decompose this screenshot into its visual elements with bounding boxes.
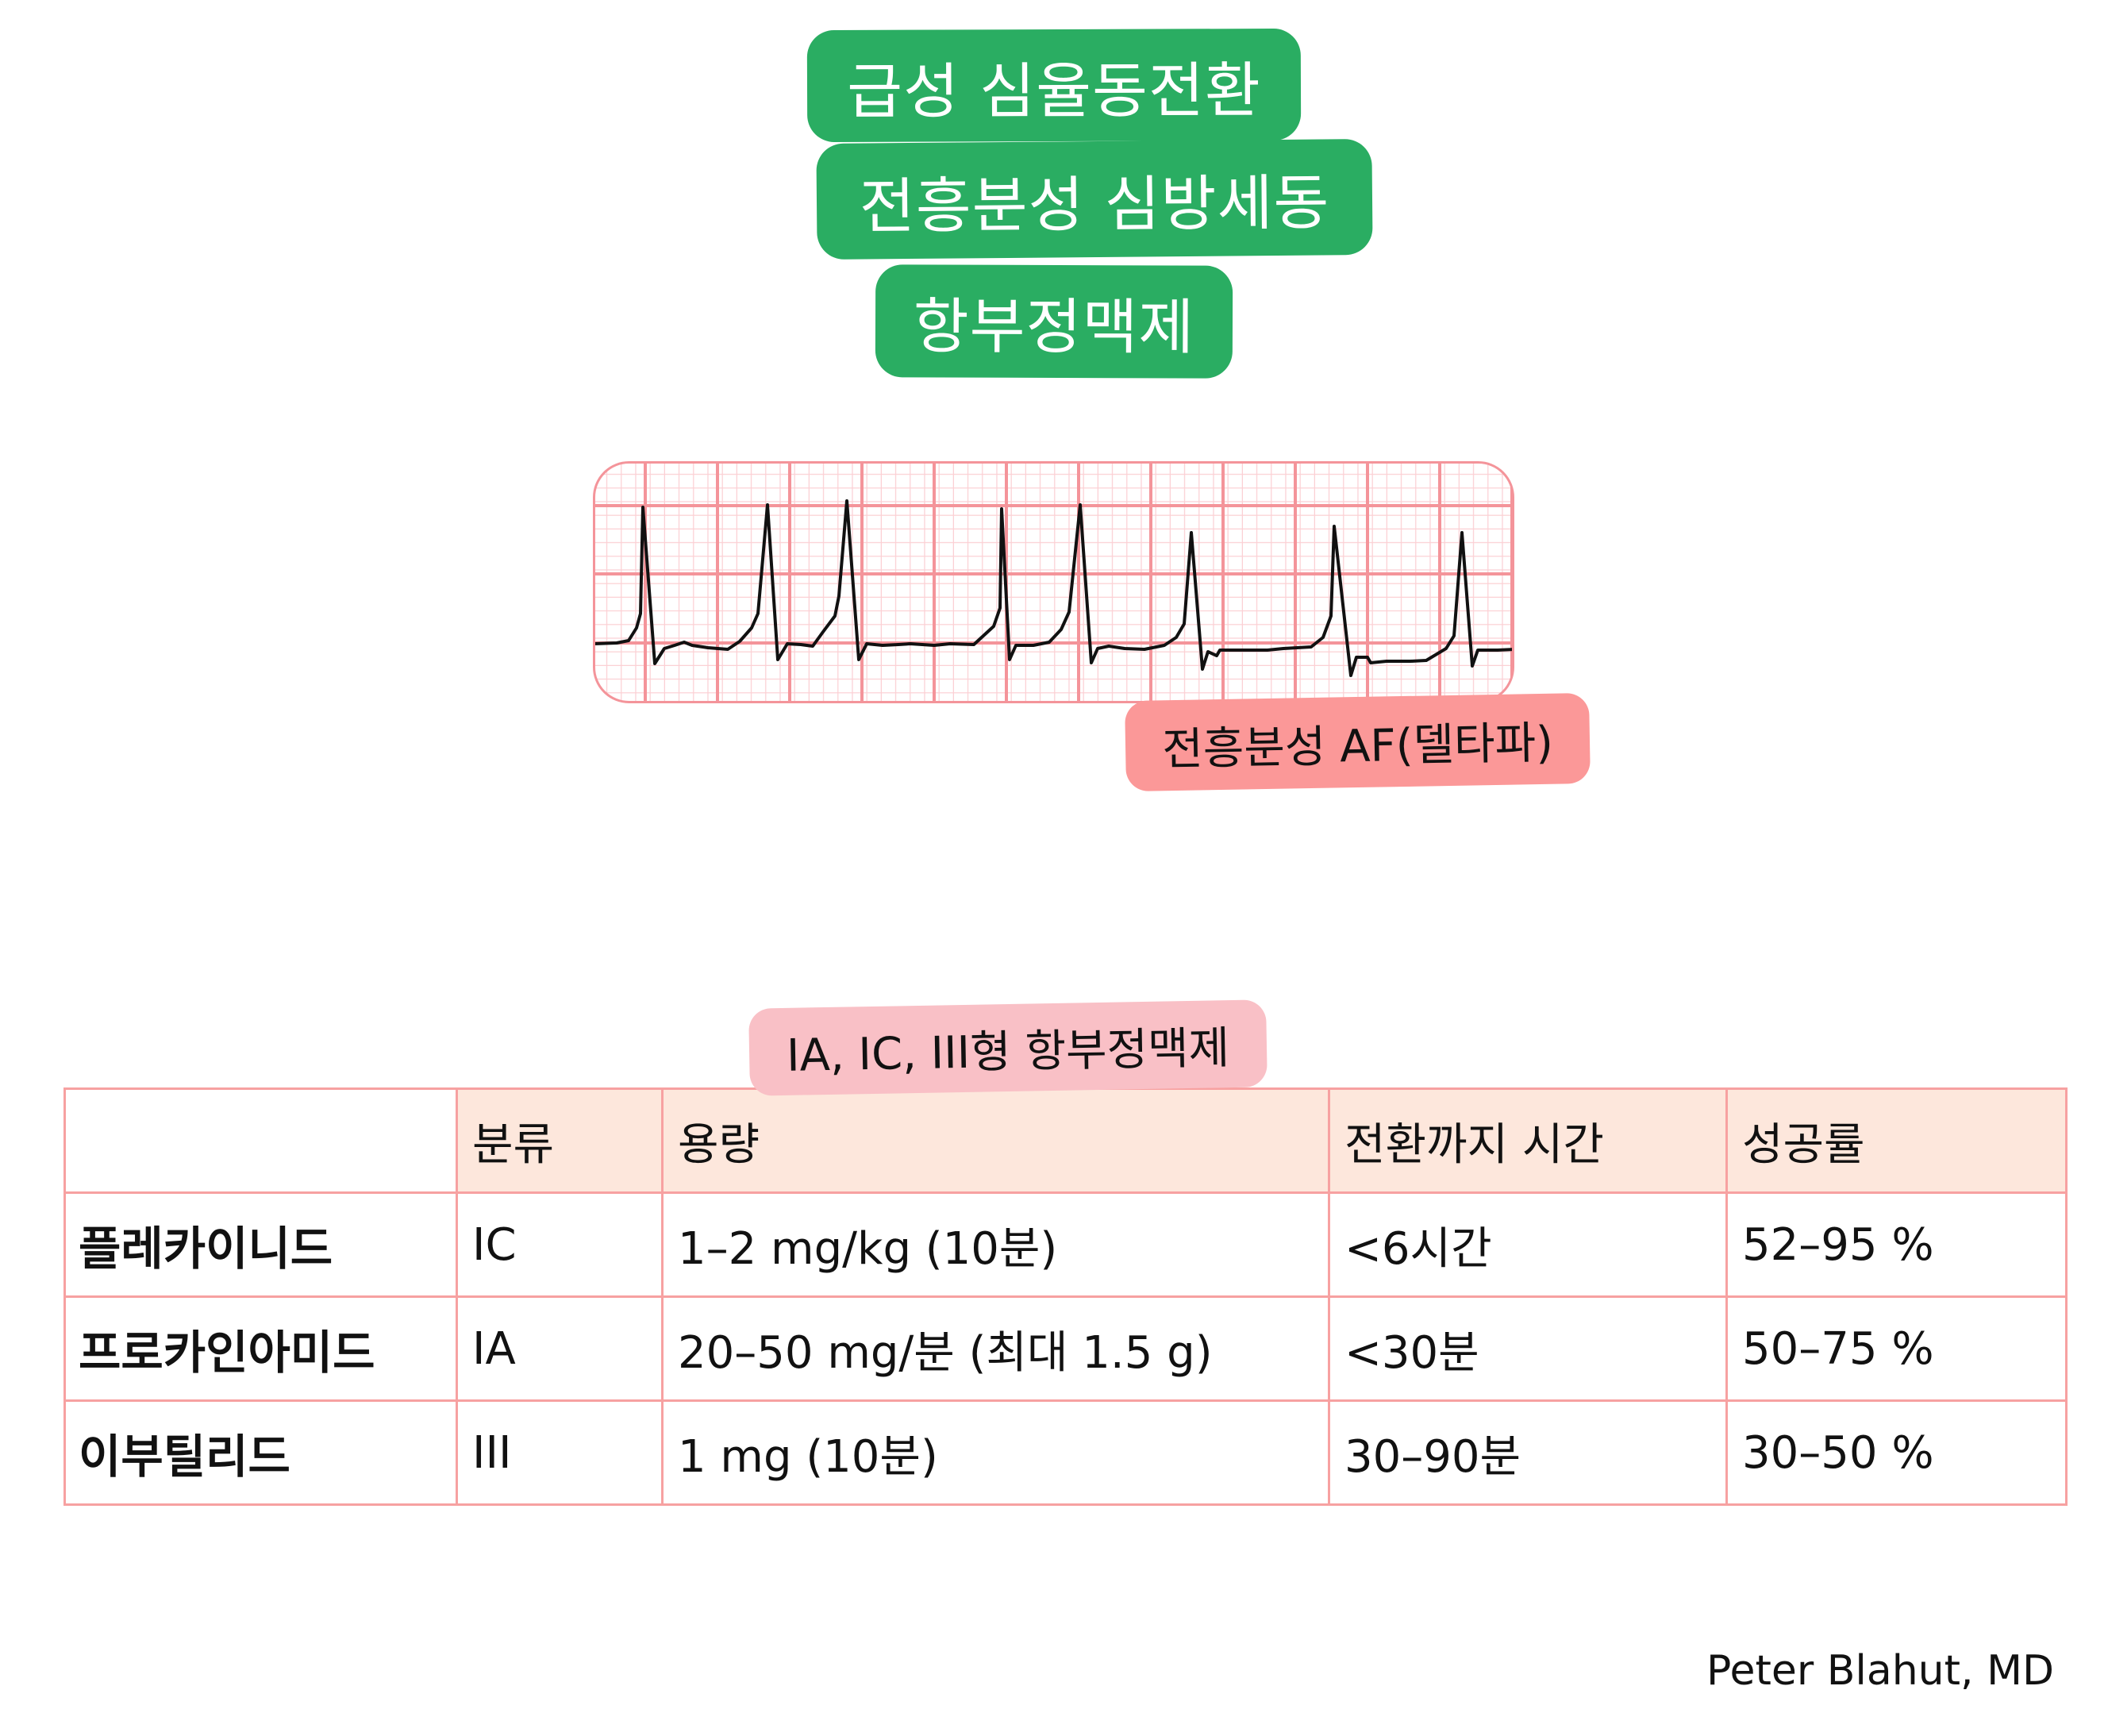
table-caption-badge: IA, IC, III형 항부정맥제 — [748, 999, 1267, 1096]
drug-dose: 20–50 mg/분 (최대 1.5 g) — [661, 1295, 1330, 1402]
drug-class: IC — [456, 1191, 664, 1298]
author-credit: Peter Blahut, MD — [1706, 1647, 2054, 1695]
drug-name: 프로카인아미드 — [63, 1295, 458, 1402]
ecg-strip-icon — [593, 461, 1514, 703]
drug-name: 플레카이니드 — [63, 1191, 458, 1298]
ecg-caption-badge: 전흥분성 AF(델타파) — [1125, 692, 1591, 792]
drug-time: <30분 — [1328, 1295, 1728, 1402]
title-text: 전흥분성 심방세동 — [859, 167, 1330, 242]
table-row: 플레카이니드 IC 1–2 mg/kg (10분) <6시간 52–95 % — [63, 1191, 2068, 1298]
title-text: 항부정맥제 — [913, 291, 1195, 363]
title-badge-cardioversion: 급성 심율동전환 — [806, 28, 1302, 143]
title-text: 급성 심율동전환 — [847, 54, 1261, 127]
table-caption-text: IA, IC, III형 항부정맥제 — [786, 1022, 1230, 1082]
drug-success: 50–75 % — [1725, 1295, 2068, 1402]
drug-time: 30–90분 — [1328, 1399, 1728, 1506]
drug-time: <6시간 — [1328, 1191, 1728, 1298]
drug-class: IA — [456, 1295, 664, 1402]
title-badge-preexcited-af: 전흥분성 심방세동 — [816, 138, 1373, 260]
header-blank — [63, 1087, 458, 1194]
table-row: 프로카인아미드 IA 20–50 mg/분 (최대 1.5 g) <30분 50… — [63, 1295, 2068, 1402]
header-class: 분류 — [456, 1087, 664, 1194]
drug-dose: 1–2 mg/kg (10분) — [661, 1191, 1330, 1298]
drug-success: 30–50 % — [1725, 1399, 2068, 1506]
antiarrhythmic-table: 분류 용량 전환까지 시간 성공률 플레카이니드 IC 1–2 mg/kg (1… — [63, 1087, 2068, 1506]
title-badge-antiarrhythmics: 항부정맥제 — [875, 264, 1233, 379]
drug-success: 52–95 % — [1725, 1191, 2068, 1298]
ecg-caption-text: 전흥분성 AF(델타파) — [1161, 717, 1554, 776]
header-time-to-conversion: 전환까지 시간 — [1328, 1087, 1728, 1194]
header-dose: 용량 — [661, 1087, 1330, 1194]
drug-name: 이부틸리드 — [63, 1399, 458, 1506]
header-success-rate: 성공률 — [1725, 1087, 2068, 1194]
table-header-row: 분류 용량 전환까지 시간 성공률 — [63, 1087, 2068, 1194]
table-row: 이부틸리드 III 1 mg (10분) 30–90분 30–50 % — [63, 1399, 2068, 1506]
drug-dose: 1 mg (10분) — [661, 1399, 1330, 1506]
drug-class: III — [456, 1399, 664, 1506]
